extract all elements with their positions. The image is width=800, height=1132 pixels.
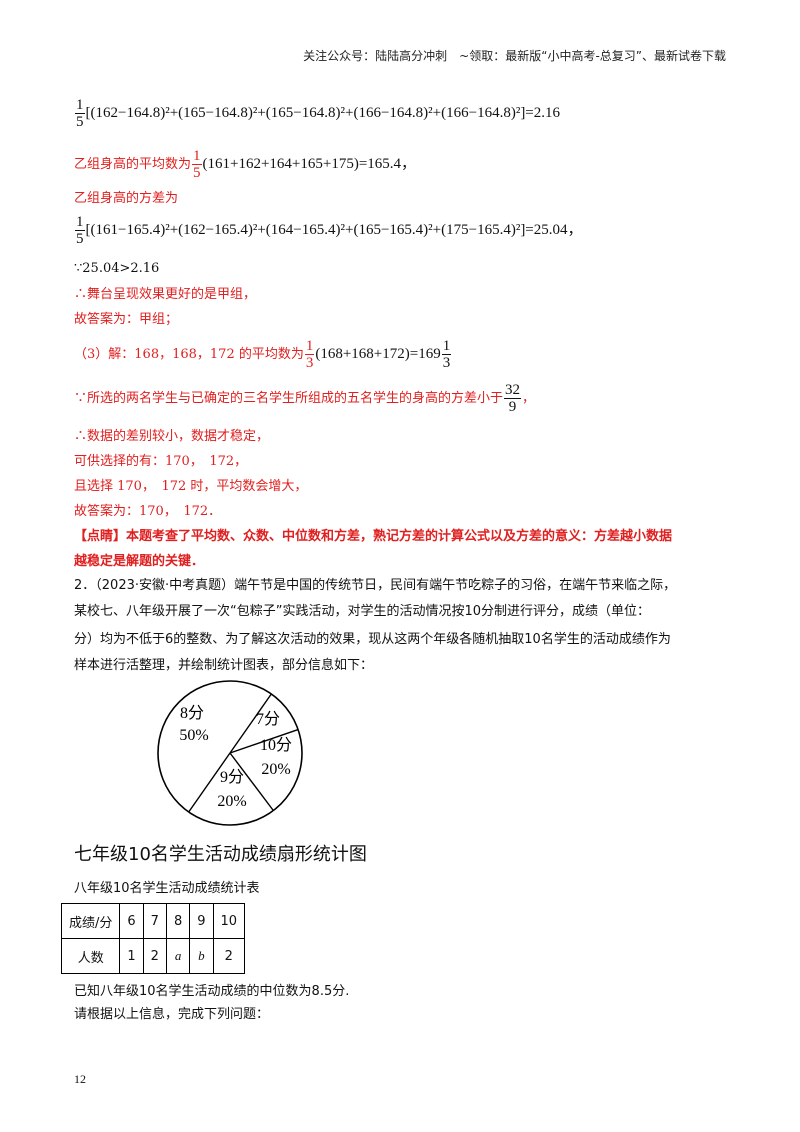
page-header: 关注公众号：陆陆高分冲刺 ~领取：最新版“小中高考-总复习”、最新试卷下载 [303,49,726,63]
choices-line: 可供选择的有：170， 172， [74,454,248,469]
question-2-line-2: 某校七、八年级开展了一次“包粽子”实践活动，对学生的活动情况按10分制进行评分，… [74,604,651,619]
pie-chart-title: 七年级10名学生活动成绩扇形统计图 [74,844,367,865]
comparison-line: ∵25.04>2.16 [74,261,160,276]
table-cell: 7 [142,903,167,939]
answer-line: 故答案为：甲组； [74,312,179,327]
comment-line-1: 【点睛】本题考查了平均数、众数、中位数和方差，熟记方差的计算公式以及方差的意义：… [74,529,673,544]
pie-slice-label: 9分 [220,768,244,786]
variance-yi-label: 乙组身高的方差为 [74,191,179,206]
question-2-line-4: 样本进行活整理，并绘制统计图表，部分信息如下： [74,658,374,673]
table-cell: 2 [212,938,246,974]
table-cell: 人数 [60,938,121,974]
pie-chart: 8分 50% 7分 10分 20% 9分 20% [157,680,303,826]
table-caption: 八年级10名学生活动成绩统计表 [74,881,260,896]
conclusion-line: ∴舞台呈现效果更好的是甲组， [74,287,257,302]
table-cell: 成绩/分 [60,903,121,939]
stability-line: ∴数据的差别较小，数据才稳定， [74,429,270,444]
score-table: 成绩/分 6 7 8 9 10 人数 1 2 a b 2 [60,903,246,974]
pie-slice-percent: 20% [261,761,290,778]
pie-slice-label: 7分 [256,710,280,728]
mean-increase-line: 且选择 170， 172 时，平均数会增大， [74,479,308,494]
table-cell: 2 [142,938,167,974]
pie-slice-label: 8分 [180,704,204,722]
pie-slice-boundary [229,728,299,754]
table-cell: 10 [212,903,246,939]
question-2-line-3: 分）均为不低于6的整数、为了解这次活动的效果，现从这两个年级各随机抽取10名学生… [74,632,671,647]
table-cell: 1 [119,938,144,974]
pie-slice-percent: 50% [179,727,208,744]
pie-slice-boundary [229,693,272,754]
final-answer-line: 故答案为：170， 172． [74,504,222,519]
median-note: 已知八年级10名学生活动成绩的中位数为8.5分. [74,984,350,999]
pie-slice-percent: 20% [217,793,246,810]
table-row: 人数 1 2 a b 2 [60,938,246,974]
table-cell: 9 [189,903,214,939]
pie-slice-label: 10分 [260,736,292,754]
table-row: 成绩/分 6 7 8 9 10 [60,903,246,939]
question-2-line-1: 2．（2023·安徽·中考真题）端午节是中国的传统节日，民间有端午节吃粽子的习俗… [74,578,677,593]
instruction: 请根据以上信息，完成下列问题： [74,1007,270,1022]
page-number: 12 [74,1072,86,1086]
table-cell: a [165,938,191,974]
comment-line-2: 越稳定是解题的关键． [74,554,205,569]
table-cell: 6 [119,903,144,939]
pie-slice-boundary [188,752,231,813]
table-cell: 8 [165,903,191,939]
pie-slice-boundary [229,752,274,811]
table-cell: b [189,938,214,974]
